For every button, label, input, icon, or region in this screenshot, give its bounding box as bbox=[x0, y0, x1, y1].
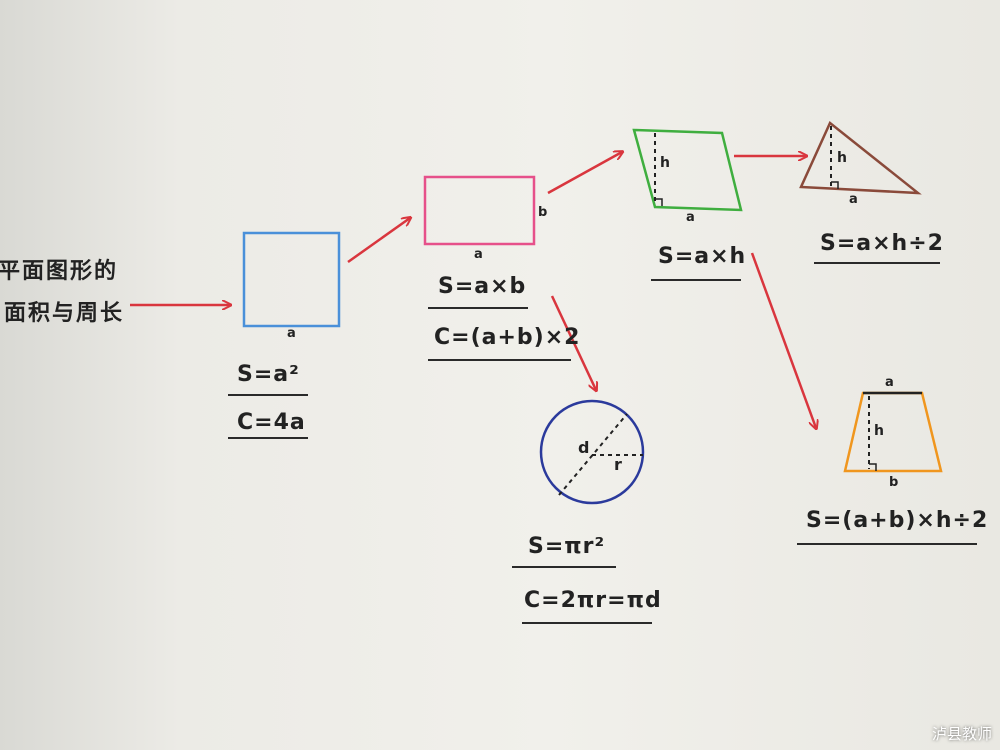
trapezoid-area-formula: S=(a+b)×h÷2 bbox=[806, 508, 989, 533]
watermark-text: 泸县教师 bbox=[931, 725, 992, 743]
circle-area-formula: S=πr² bbox=[528, 534, 606, 559]
trapezoid-bottom-label: b bbox=[889, 475, 899, 490]
trapezoid-right-angle bbox=[869, 463, 877, 471]
trapezoid-shape bbox=[843, 391, 943, 473]
triangle-height-label: h bbox=[837, 150, 847, 166]
rectangle-height-label: b bbox=[538, 205, 548, 220]
arrow-square-to-rectangle bbox=[347, 218, 410, 264]
square-perimeter-formula: C=4a bbox=[237, 410, 306, 435]
arrow-rectangle-to-circle bbox=[550, 295, 596, 390]
square-perimeter-underline bbox=[228, 437, 308, 439]
parallelogram-right-angle bbox=[655, 198, 663, 206]
circle-diameter-line bbox=[558, 413, 628, 496]
arrow-parallelogram-to-trapezoid bbox=[750, 252, 816, 428]
parallelogram-base-label: a bbox=[686, 210, 695, 225]
circle-shape bbox=[539, 399, 645, 505]
arrow-rectangle-to-parallelogram bbox=[547, 152, 622, 195]
rectangle-area-formula: S=a×b bbox=[438, 274, 527, 299]
title-line-1: 平面图形的 bbox=[0, 259, 119, 284]
triangle-area-formula: S=a×h÷2 bbox=[820, 231, 944, 256]
rectangle-perimeter-formula: C=(a+b)×2 bbox=[434, 325, 581, 350]
rectangle-perimeter-underline bbox=[428, 359, 571, 361]
square-side-label: a bbox=[287, 326, 296, 341]
trapezoid-height-label: h bbox=[874, 423, 884, 439]
rectangle-area-underline bbox=[428, 307, 528, 309]
circle-perimeter-formula: C=2πr=πd bbox=[524, 588, 662, 613]
trapezoid-top-label: a bbox=[885, 375, 894, 390]
parallelogram-area-underline bbox=[651, 279, 741, 281]
circle-diameter-label: d bbox=[578, 438, 590, 457]
triangle-shape bbox=[799, 121, 922, 195]
square-shape bbox=[242, 231, 341, 328]
square-area-underline bbox=[228, 394, 308, 396]
rectangle-width-label: a bbox=[474, 247, 483, 262]
trapezoid-area-underline bbox=[797, 543, 977, 545]
triangle-base-label: a bbox=[849, 192, 858, 207]
parallelogram-area-formula: S=a×h bbox=[658, 244, 747, 269]
square-area-formula: S=a² bbox=[237, 362, 300, 387]
circle-area-underline bbox=[512, 566, 616, 568]
triangle-area-underline bbox=[814, 262, 940, 264]
circle-perimeter-underline bbox=[522, 622, 652, 624]
circle-radius-label: r bbox=[614, 455, 622, 474]
parallelogram-height-label: h bbox=[660, 155, 670, 171]
rectangle-shape bbox=[423, 175, 536, 246]
title-line-2: 面积与周长 bbox=[4, 301, 125, 326]
parallelogram-shape bbox=[632, 128, 743, 212]
triangle-right-angle bbox=[831, 181, 839, 189]
